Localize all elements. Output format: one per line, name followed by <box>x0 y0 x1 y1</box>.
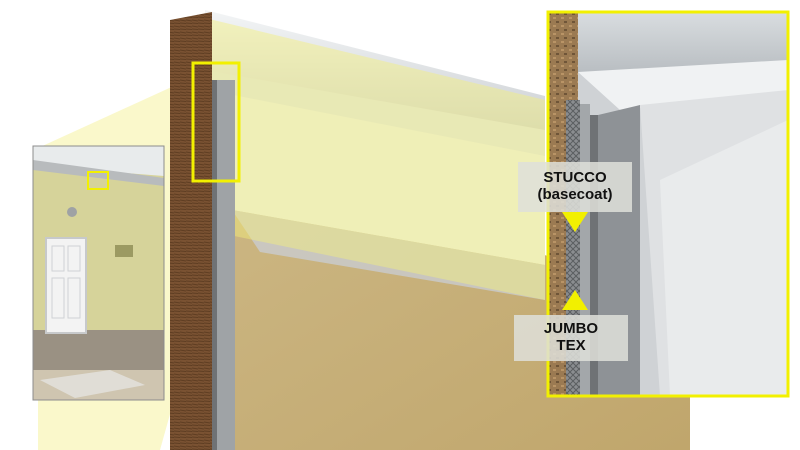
stucco-callout: STUCCO (basecoat) <box>518 162 632 212</box>
stucco-label: STUCCO <box>543 169 607 186</box>
tex-label: TEX <box>556 337 586 354</box>
stucco-sublabel: (basecoat) <box>537 186 613 203</box>
wall-section <box>170 10 690 450</box>
jumbo-label: JUMBO <box>543 320 599 337</box>
stucco-arrow <box>562 212 588 232</box>
building-photo-inset <box>32 145 165 401</box>
inset-highlight-box <box>87 171 109 190</box>
jumbo-arrow <box>562 290 588 310</box>
jumbo-tex-callout: JUMBO TEX <box>514 315 628 361</box>
detail-highlight-box <box>191 61 241 183</box>
